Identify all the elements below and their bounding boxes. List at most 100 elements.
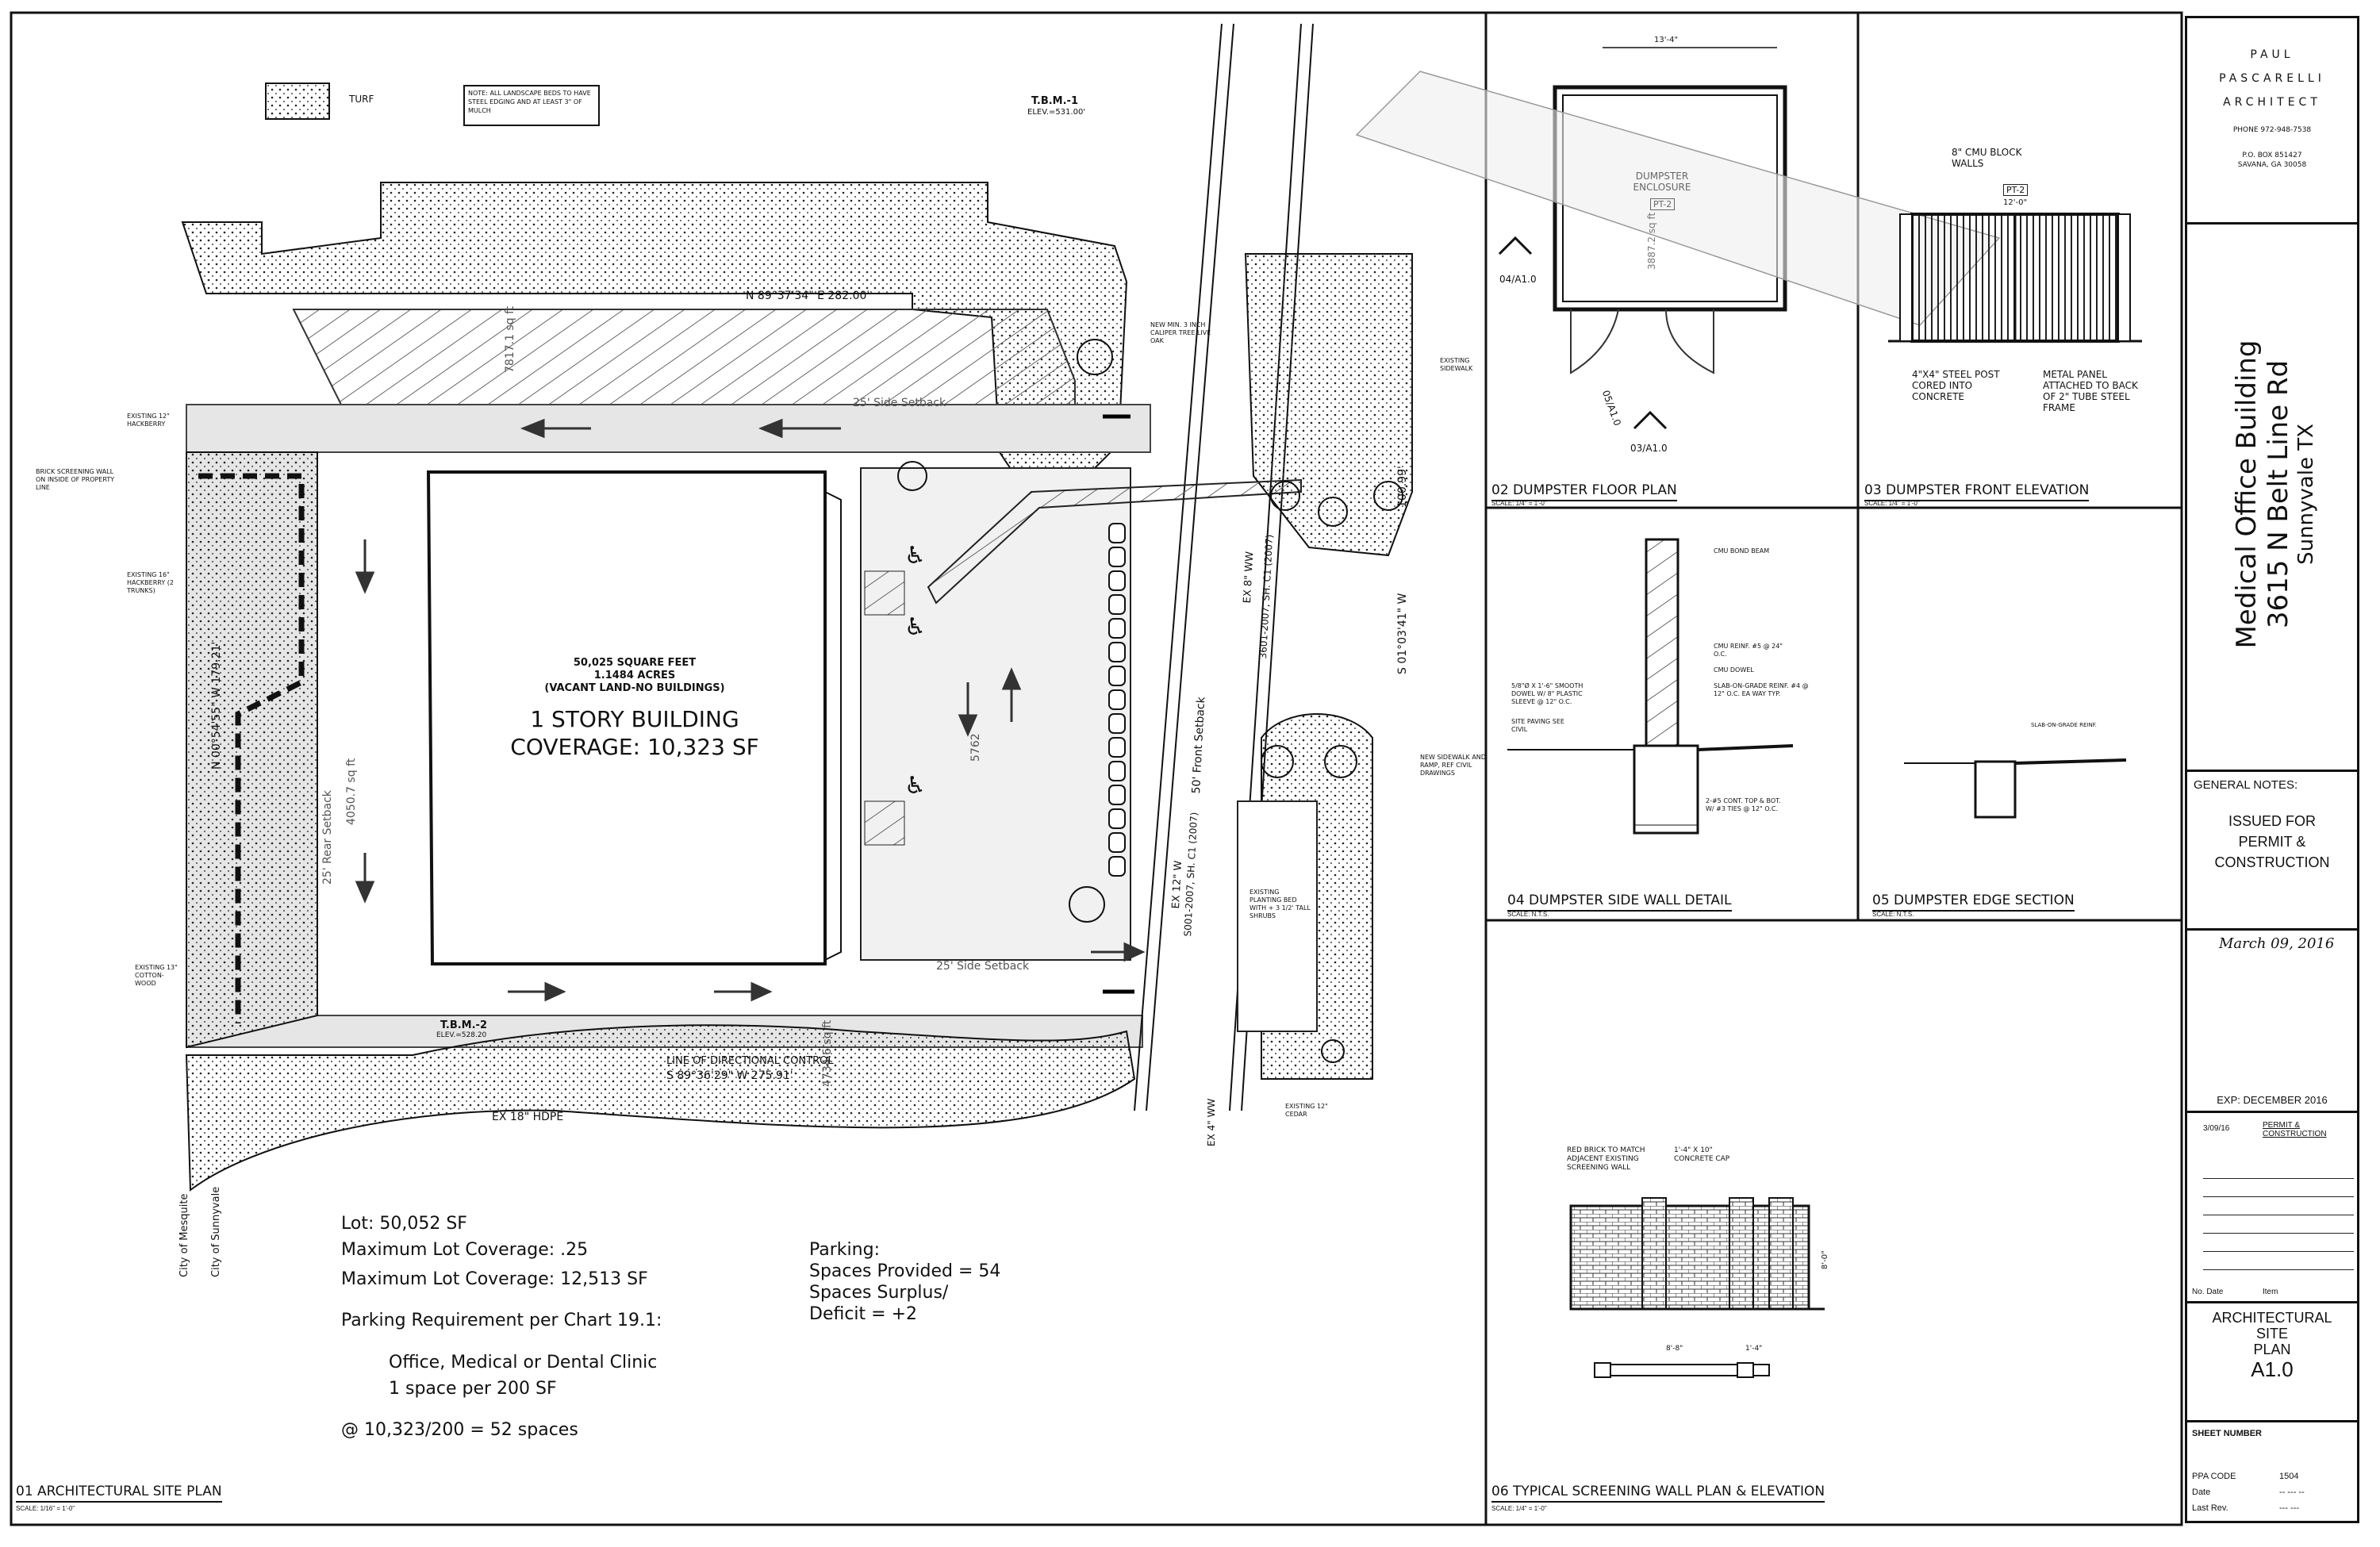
sheet-title-3: PLAN: [2253, 1342, 2291, 1357]
date-value: -- --- --: [2279, 1488, 2305, 1497]
project-city: Sunnyvale TX: [2294, 424, 2318, 565]
dowel-note: 5/8"Ø X 1'-6" SMOOTH DOWEL W/ 8" PLASTIC…: [1511, 682, 1583, 705]
scale-side-wall: SCALE: N.T.S.: [1507, 911, 1549, 918]
screen-dim-1: 8'-8": [1666, 1345, 1683, 1353]
screen-dim-2: 1'-4": [1745, 1345, 1763, 1353]
tree-symbols: [897, 339, 1403, 1063]
svg-text:♿: ♿: [904, 613, 926, 641]
turf-area-west: [186, 451, 318, 1049]
firm-phone: PHONE 972-948-7538: [2232, 126, 2312, 134]
sheet-title-2: SITE: [2255, 1326, 2288, 1342]
revision-block: 3/09/16 PERMIT & CONSTRUCTION No. Date I…: [2187, 1113, 2357, 1303]
project-title-rotated: Medical Office Building 3615 N Belt Line…: [2231, 340, 2318, 648]
sidewalk: [927, 478, 1302, 605]
firm-name-3: ARCHITECT: [2223, 96, 2321, 109]
last-rev-value: --- ---: [2279, 1503, 2300, 1513]
tbm-2-elev: ELEV.=528.20: [436, 1031, 487, 1039]
landscape-note: NOTE: ALL LANDSCAPE BEDS TO HAVE STEEL E…: [468, 90, 591, 114]
revision-date: 3/09/16: [2203, 1124, 2230, 1133]
dumpster-label: DUMPSTER ENCLOSURE: [1633, 171, 1691, 193]
firm-name-2: PASCARELLI: [2219, 72, 2325, 85]
sheet-border: [10, 11, 2183, 1526]
sheet-number: A1.0: [2251, 1357, 2294, 1381]
new-oak-note: NEW MIN. 3 INCH CALIPER TREE LIVE OAK: [1150, 321, 1211, 344]
bearing-south: S 89°36'29" W 275.91': [666, 1069, 793, 1082]
dumpster-area: 3887.2 sq ft: [1646, 212, 1657, 270]
handicap-icon: ♿ ♿ ♿: [904, 542, 926, 800]
existing-hackberry-2-note: EXISTING 16" HACKBERRY (2 TRUNKS): [127, 571, 174, 594]
spaces-surplus: Spaces Surplus/: [809, 1283, 949, 1303]
road-edge: [1134, 23, 1223, 1111]
screen-brick-note: RED BRICK TO MATCH ADJACENT EXISTING SCR…: [1567, 1146, 1645, 1172]
turf-area-north: [181, 182, 1128, 477]
general-notes-block: GENERAL NOTES: ISSUED FOR PERMIT & CONST…: [2187, 772, 2357, 931]
screening-wall-dashed: [198, 473, 305, 1023]
ex-12-water: EX 12" W: [1170, 860, 1185, 909]
scale-site-plan: SCALE: 1/16" = 1'-0": [16, 1505, 75, 1512]
bearing-east: S 01°03'41" W: [1396, 593, 1409, 674]
firm-name-1: PAUL: [2250, 48, 2294, 61]
slab-note: SLAB-ON-GRADE REINF. #4 @ 12" O.C. EA WA…: [1714, 682, 1809, 697]
last-rev-label: Last Rev.: [2192, 1503, 2228, 1513]
dumpster-front-elevation: [1888, 213, 2142, 343]
svg-text:♿: ♿: [904, 772, 926, 800]
screening-wall-elevation: [1569, 1197, 1825, 1378]
new-sidewalk-note: NEW SIDEWALK AND RAMP, REF CIVIL DRAWING…: [1420, 754, 1486, 777]
svg-text:♿: ♿: [904, 542, 926, 570]
use-type: Office, Medical or Dental Clinic: [389, 1353, 658, 1372]
general-notes-heading: GENERAL NOTES:: [2194, 778, 2298, 792]
existing-cottonwood-note: EXISTING 13" COTTON-WOOD: [135, 964, 178, 987]
panel-title-side-wall: 04 DUMPSTER SIDE WALL DETAIL: [1507, 892, 1732, 912]
site-paving-note: SITE PAVING SEE CIVIL: [1511, 718, 1564, 733]
area-bottom: 4734.6 sq ft: [821, 1019, 834, 1087]
steel-posts-note: 4"X4" STEEL POST CORED INTO CONCRETE: [1912, 369, 2000, 402]
building-vacant: (VACANT LAND-NO BUILDINGS): [544, 682, 725, 694]
screen-height: 8'-0": [1821, 1250, 1829, 1269]
sheet-number-label: SHEET NUMBER: [2192, 1429, 2263, 1438]
ppa-code-label: PPA CODE: [2192, 1472, 2236, 1481]
ppa-code: 1504: [2279, 1472, 2299, 1481]
seal-block: March 09, 2016 EXP: DECEMBER 2016: [2187, 931, 2357, 1113]
scale-dumpster-floor: SCALE: 1/4" = 1'-0": [1491, 500, 1547, 507]
side-setback-top: 25' Side Setback: [853, 397, 946, 409]
tbm-2-label: T.B.M.-2: [440, 1019, 487, 1031]
panel-title-dumpster-floor: 02 DUMPSTER FLOOR PLAN: [1491, 482, 1677, 501]
existing-sidewalk-note: EXISTING SIDEWALK: [1440, 357, 1473, 372]
seal-expiration: EXP: DECEMBER 2016: [2217, 1094, 2328, 1106]
turf-legend-swatch: [265, 83, 330, 120]
shrub-row: [1108, 523, 1126, 877]
max-coverage-ratio: Maximum Lot Coverage: .25: [341, 1240, 589, 1260]
cmu-bond-note: CMU BOND BEAM: [1714, 547, 1770, 555]
dumpster-pt: PT-2: [1650, 198, 1676, 210]
revision-header-no-date: No. Date: [2192, 1288, 2224, 1296]
city-sunnyvale: City of Sunnyvale: [210, 1186, 222, 1277]
panel-title-screening-wall: 06 TYPICAL SCREENING WALL PLAN & ELEVATI…: [1491, 1484, 1825, 1503]
area-right: 5762: [969, 733, 982, 762]
footing-note: 2-#5 CONT. TOP & BOT. W/ #3 TIES @ 12" O…: [1706, 797, 1781, 812]
panel-title-dumpster-front: 03 DUMPSTER FRONT ELEVATION: [1864, 482, 2090, 501]
ex-hdpe: EX 18" HDPE: [492, 1111, 564, 1123]
tbm-1-label: T.B.M.-1: [1031, 95, 1078, 107]
seal-date: March 09, 2016: [2219, 935, 2335, 952]
landscape-note-box: [463, 85, 600, 126]
issued-line-3: CONSTRUCTION: [2214, 854, 2330, 870]
dumpster-edge-section: [1904, 758, 2127, 819]
existing-cedar-note: EXISTING 12" CEDAR: [1285, 1103, 1328, 1118]
parking-east: [860, 467, 1131, 961]
max-coverage-sf: Maximum Lot Coverage: 12,513 SF: [341, 1269, 648, 1289]
building-sf: 50,025 SQUARE FEET: [573, 657, 697, 669]
revision-header-item: Item: [2263, 1288, 2278, 1296]
project-name: Medical Office Building: [2231, 340, 2263, 649]
scale-screening-wall: SCALE: 1/4" = 1'-0": [1491, 1505, 1547, 1512]
turf-legend-label: TURF: [349, 94, 374, 105]
rear-setback: 25' Rear Setback: [321, 790, 334, 885]
project-block: Medical Office Building 3615 N Belt Line…: [2187, 225, 2357, 772]
ex-4-wastewater: EX 4" WW: [1206, 1098, 1217, 1146]
parking-requirement: Parking Requirement per Chart 19.1:: [341, 1311, 662, 1330]
project-address: 3615 N Belt Line Rd: [2263, 359, 2294, 629]
existing-planting-note: EXISTING PLANTING BED WITH + 3 1/2' TALL…: [1250, 889, 1311, 919]
bearing-north: N 89°37'34" E 282.00': [746, 290, 870, 302]
